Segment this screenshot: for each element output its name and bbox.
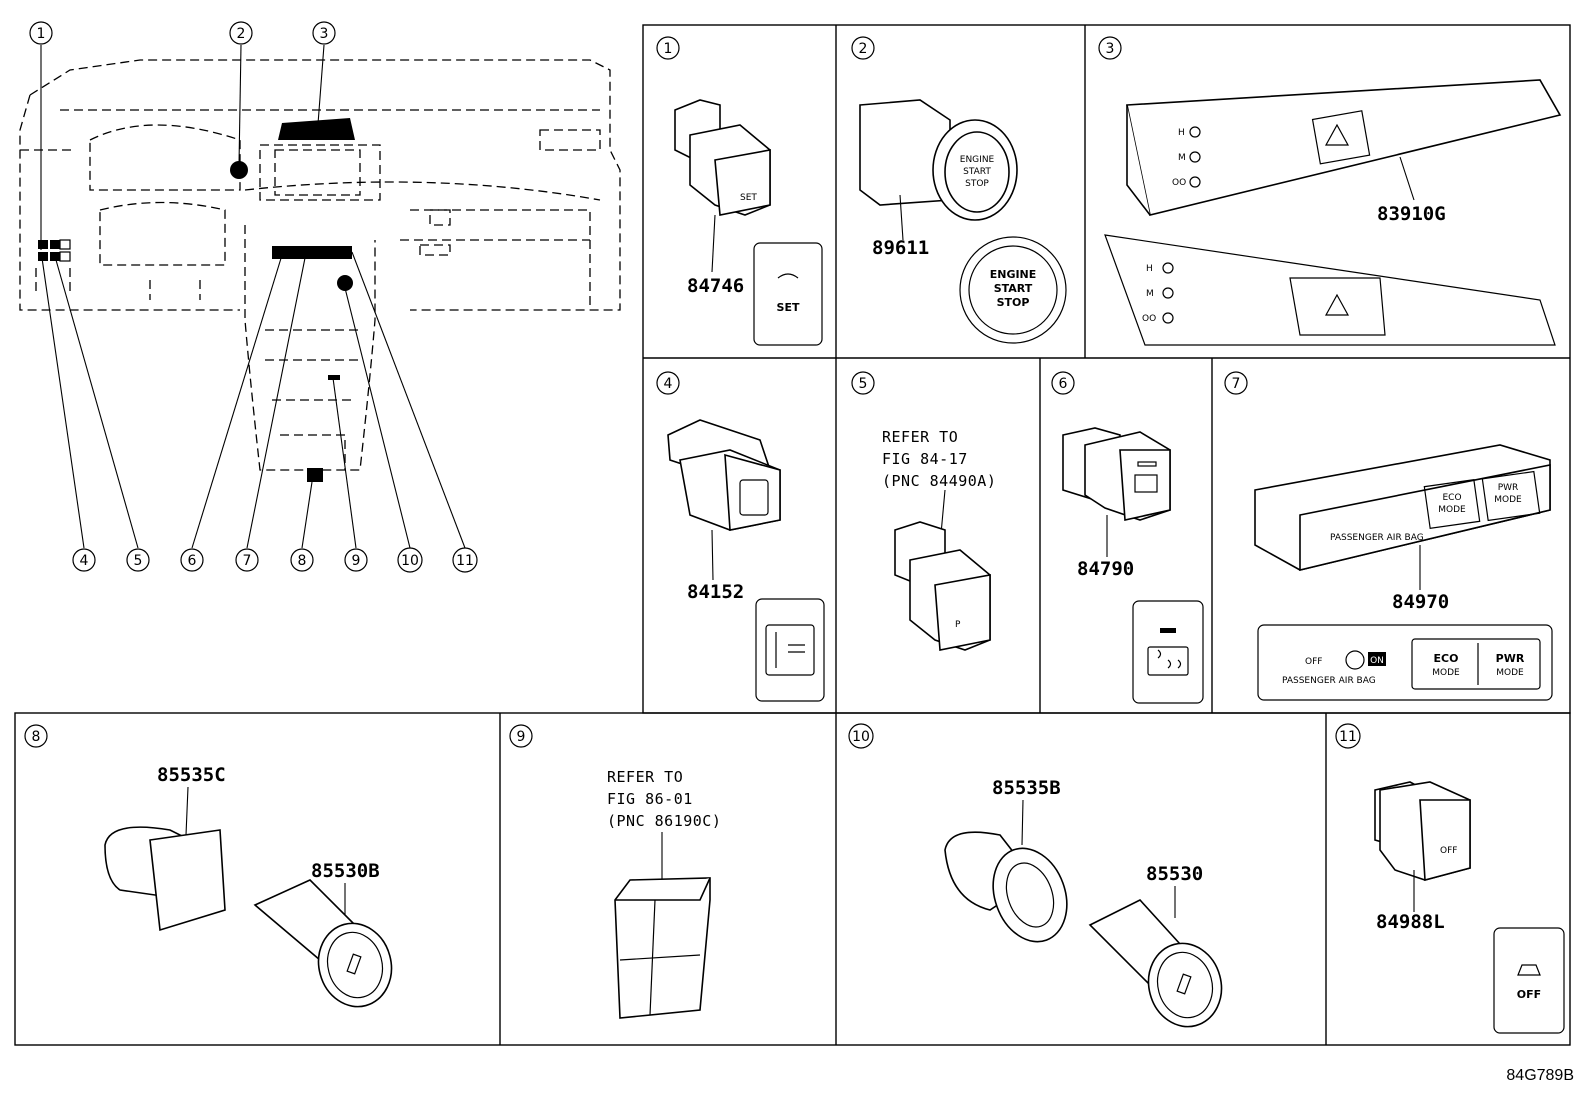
callout-4: 4 — [72, 548, 96, 572]
svg-text:MODE: MODE — [1432, 668, 1460, 678]
svg-text:2: 2 — [237, 26, 246, 42]
svg-text:M: M — [1178, 153, 1186, 163]
svg-text:9: 9 — [517, 729, 526, 745]
panel-number: 1 — [664, 41, 673, 57]
svg-text:STOP: STOP — [997, 296, 1030, 309]
svg-text:OFF: OFF — [1305, 657, 1322, 667]
svg-text:SET: SET — [740, 193, 757, 203]
svg-text:4: 4 — [664, 376, 673, 392]
callout-11: 11 — [452, 547, 478, 573]
svg-text:7: 7 — [243, 553, 252, 569]
callout-10: 10 — [397, 547, 423, 573]
panel-grid — [14, 24, 1571, 1046]
svg-text:8: 8 — [298, 553, 307, 569]
part-number: 85535C — [157, 764, 226, 786]
svg-text:5: 5 — [134, 553, 143, 569]
svg-text:REFER TO: REFER TO — [607, 768, 683, 786]
part-number: 84790 — [1077, 558, 1134, 580]
svg-text:SET: SET — [777, 301, 800, 314]
svg-text:5: 5 — [859, 376, 868, 392]
svg-text:PWR: PWR — [1498, 483, 1519, 493]
part-number: 89611 — [872, 237, 929, 259]
svg-text:ECO: ECO — [1434, 652, 1459, 665]
panel-2: 2 ENGINE START STOP 89611 ENGINE START S… — [851, 36, 1067, 344]
svg-text:11: 11 — [1339, 729, 1357, 745]
overview-callouts: 1 2 3 4 5 6 7 8 9 10 11 — [29, 21, 478, 573]
svg-text:10: 10 — [852, 729, 870, 745]
svg-text:OFF: OFF — [1517, 988, 1541, 1001]
svg-text:START: START — [994, 282, 1033, 295]
panel-1: 1 SET 84746 SET — [656, 36, 823, 346]
callout-2: 2 — [229, 21, 253, 45]
svg-text:ECO: ECO — [1442, 493, 1461, 503]
svg-text:MODE: MODE — [1496, 668, 1524, 678]
svg-text:PWR: PWR — [1496, 652, 1525, 665]
svg-text:11: 11 — [456, 553, 474, 569]
svg-text:(PNC 86190C): (PNC 86190C) — [607, 812, 721, 830]
callout-6: 6 — [180, 548, 204, 572]
svg-text:8: 8 — [32, 729, 41, 745]
part-number: 84970 — [1392, 591, 1449, 613]
svg-text:(PNC 84490A): (PNC 84490A) — [882, 472, 996, 490]
svg-text:REFER TO: REFER TO — [882, 428, 958, 446]
svg-text:ON: ON — [1370, 656, 1384, 666]
svg-text:STOP: STOP — [965, 179, 989, 189]
svg-text:PASSENGER AIR BAG: PASSENGER AIR BAG — [1282, 676, 1376, 686]
callout-9: 9 — [344, 548, 368, 572]
svg-text:ENGINE: ENGINE — [990, 268, 1037, 281]
diagram-code: 84G789B — [1506, 1067, 1574, 1084]
svg-text:7: 7 — [1232, 376, 1241, 392]
svg-text:3: 3 — [1106, 41, 1115, 57]
svg-text:10: 10 — [401, 553, 419, 569]
callout-8: 8 — [290, 548, 314, 572]
panel-11: 11 OFF 84988L OFF — [1335, 723, 1565, 1034]
panel-7: 7 ECO MODE PWR MODE PASSENGER AIR BAG 84… — [1224, 371, 1553, 701]
callout-3: 3 — [312, 21, 336, 45]
part-number: 84152 — [687, 581, 744, 603]
svg-text:OO: OO — [1172, 178, 1186, 188]
svg-text:ENGINE: ENGINE — [960, 155, 995, 165]
p-icon: P — [955, 620, 961, 630]
svg-text:MODE: MODE — [1438, 505, 1466, 515]
panel-8: 8 85535C 85530B — [24, 724, 393, 1008]
svg-text:START: START — [963, 167, 991, 177]
svg-text:2: 2 — [859, 41, 868, 57]
svg-text:OO: OO — [1142, 314, 1156, 324]
svg-text:H: H — [1178, 128, 1185, 138]
svg-text:FIG 86-01: FIG 86-01 — [607, 790, 693, 808]
callout-7: 7 — [235, 548, 259, 572]
panel-6: 6 84790 — [1051, 371, 1204, 704]
panel-9: 9 REFER TO FIG 86-01 (PNC 86190C) — [509, 724, 721, 1019]
svg-text:6: 6 — [1059, 376, 1068, 392]
svg-text:OFF: OFF — [1440, 846, 1457, 856]
panel-5: 5 REFER TO FIG 84-17 (PNC 84490A) P — [851, 371, 996, 651]
panel-3: 3 H M OO 83910G H M OO — [1098, 36, 1562, 346]
callout-5: 5 — [126, 548, 150, 572]
svg-text:MODE: MODE — [1494, 495, 1522, 505]
svg-text:PASSENGER AIR BAG: PASSENGER AIR BAG — [1330, 533, 1424, 543]
panel-4: 4 84152 — [656, 371, 825, 702]
part-number: 85535B — [992, 777, 1061, 799]
part-number: 84746 — [687, 275, 744, 297]
svg-text:FIG 84-17: FIG 84-17 — [882, 450, 968, 468]
svg-text:6: 6 — [188, 553, 197, 569]
part-number: 83910G — [1377, 203, 1446, 225]
part-number: 84988L — [1376, 911, 1445, 933]
part-number: 85530 — [1146, 863, 1203, 885]
svg-text:M: M — [1146, 289, 1154, 299]
svg-text:H: H — [1146, 264, 1153, 274]
part-number: 85530B — [311, 860, 380, 882]
svg-text:1: 1 — [37, 26, 46, 42]
svg-text:4: 4 — [80, 553, 89, 569]
panel-10: 10 85535B 85530 — [848, 723, 1223, 1028]
svg-text:9: 9 — [352, 553, 361, 569]
svg-text:3: 3 — [320, 26, 329, 42]
callout-1: 1 — [29, 21, 53, 45]
dashboard-overview — [19, 44, 621, 549]
